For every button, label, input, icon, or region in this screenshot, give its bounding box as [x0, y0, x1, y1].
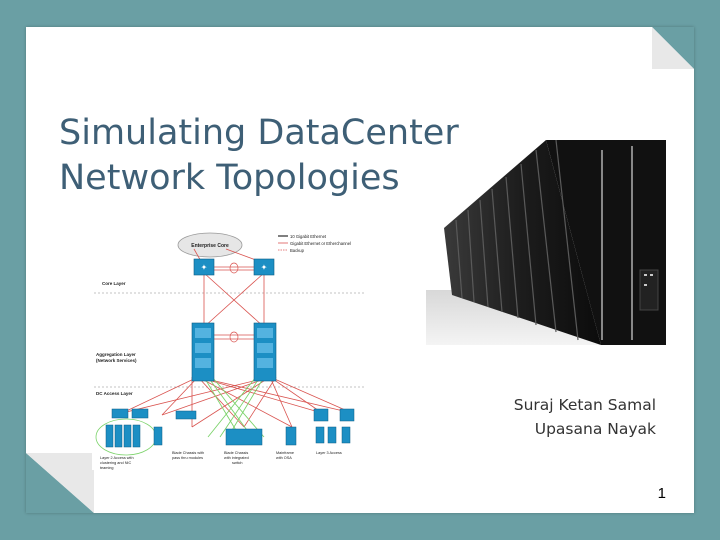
slide-title: Simulating DataCenter Network Topologies — [59, 111, 459, 201]
aggregation-layer-sublabel: (Network Services) — [96, 358, 137, 363]
blade-int-label-1: Blade Chassis — [224, 451, 248, 455]
author-1: Suraj Ketan Samal — [513, 396, 656, 414]
core-layer-label: Core Layer — [102, 281, 126, 286]
enterprise-core-cloud — [177, 232, 243, 258]
blade-pass-label-1: Blade Chassis with — [172, 451, 204, 455]
legend-10g: 10 Gigabit Ethernet — [290, 234, 327, 239]
access-layer-label: DC Access Layer — [96, 391, 133, 396]
corner-fold-bottom-left-shade — [26, 453, 94, 513]
mainframe-label-1: Mainframe — [276, 451, 294, 455]
author-2: Upasana Nayak — [534, 420, 656, 438]
blade-int-label-3: switch — [232, 461, 243, 465]
access-devices — [105, 408, 355, 448]
blade-int-label-2: with integrated — [224, 456, 249, 460]
author-list: Suraj Ketan Samal Upasana Nayak — [466, 393, 656, 441]
topology-diagram: Enterprise Core 10 Gigabit Ethernet Giga… — [92, 227, 368, 470]
title-line-1: Simulating DataCenter — [59, 113, 459, 153]
enterprise-core-label: Enterprise Core — [191, 243, 229, 249]
aggregation-layer-label: Aggregation Layer — [96, 352, 136, 357]
link-lines — [121, 248, 353, 428]
layer2-label-3: teaming — [100, 466, 114, 470]
page-number: 1 — [657, 485, 666, 502]
core-switch-right: ✦ — [253, 258, 275, 276]
aggregation-switch-left — [191, 322, 215, 382]
layer3-access-label: Layer 3 Access — [316, 451, 342, 455]
svg-text:✦: ✦ — [201, 263, 208, 272]
corner-fold-top-right-shade — [652, 27, 694, 69]
mainframe-label-2: with OSA — [276, 456, 292, 460]
server-racks-image — [426, 140, 666, 345]
diagram-legend: 10 Gigabit Ethernet Gigabit Ethernet or … — [278, 234, 351, 253]
title-line-2: Network Topologies — [59, 158, 400, 198]
layer2-label-2: clustering and NIC — [100, 461, 131, 465]
slide: Simulating DataCenter Network Topologies — [26, 27, 694, 513]
legend-backup: Backup — [290, 248, 305, 253]
layer2-label-1: Layer 2 Access with — [100, 456, 134, 460]
aggregation-switch-right — [253, 322, 277, 382]
blade-pass-label-2: pass thru modules — [172, 456, 203, 460]
core-switch-left: ✦ — [193, 258, 215, 276]
legend-gig: Gigabit Ethernet or Etherchannel — [290, 241, 351, 246]
svg-text:✦: ✦ — [261, 263, 268, 272]
